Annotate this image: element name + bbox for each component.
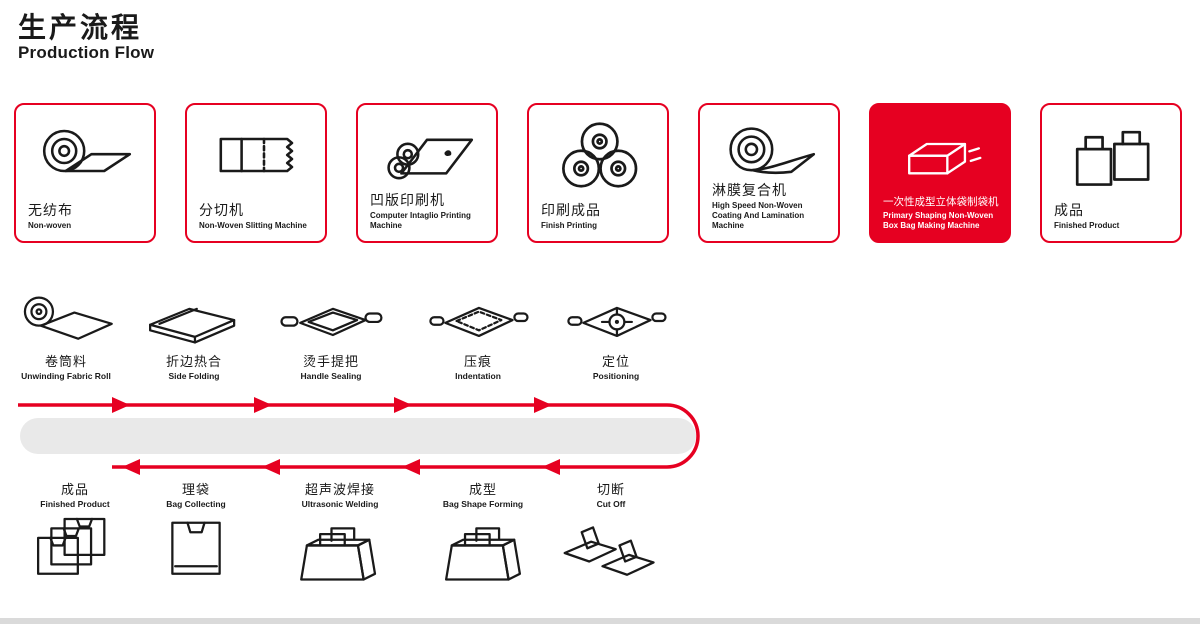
- card-label-en: Computer Intaglio Printing Machine: [370, 211, 471, 230]
- station-side-folding: 折边热合 Side Folding: [130, 293, 258, 381]
- card-labels: 一次性成型立体袋制袋机 Primary Shaping Non-Woven Bo…: [883, 196, 1004, 231]
- card-finished-product: 成品 Finished Product: [1040, 103, 1182, 243]
- card-label-en: Finish Printing: [541, 221, 597, 230]
- page-header: 生产流程 Production Flow: [18, 12, 154, 63]
- card-coating-lamination: 淋膜复合机 High Speed Non-Woven Coating And L…: [698, 103, 840, 243]
- positioning-icon: [567, 306, 667, 338]
- bag-collecting-icon: [171, 521, 221, 575]
- station-label-zh: 成型: [468, 482, 497, 497]
- page-title-en: Production Flow: [18, 43, 155, 63]
- station-finished-product: 成品 Finished Product: [11, 482, 139, 591]
- station-label-zh: 超声波焊接: [304, 482, 375, 497]
- arrow-right-icon: [534, 397, 552, 413]
- belt-track: [20, 418, 696, 454]
- arrow-right-icon: [112, 397, 130, 413]
- arrow-right-icon: [394, 397, 412, 413]
- station-cut-off: 切断 Cut Off: [547, 482, 675, 591]
- station-label-zh: 折边热合: [165, 354, 222, 369]
- station-indentation: 压痕 Indentation: [414, 293, 542, 381]
- arrow-left-icon: [542, 459, 560, 475]
- card-label-zh: 成品: [1054, 201, 1084, 218]
- station-label-en: Bag Collecting: [166, 498, 226, 509]
- finished-bags-icon: [1042, 119, 1180, 191]
- cut-off-icon: [563, 526, 655, 576]
- page-bottom-divider: [0, 618, 1200, 624]
- bag-shape-forming-icon: [444, 527, 522, 581]
- station-label-zh: 卷筒料: [44, 354, 87, 369]
- finished-product-stack-icon: [36, 517, 106, 575]
- card-label-en: Non-Woven Slitting Machine: [199, 221, 307, 230]
- station-label-zh: 定位: [601, 354, 630, 369]
- arrow-left-icon: [262, 459, 280, 475]
- station-ultrasonic-welding: 超声波焊接 Ultrasonic Welding: [276, 482, 404, 591]
- card-label-en: Non-woven: [28, 221, 72, 230]
- card-labels: 凹版印刷机 Computer Intaglio Printing Machine: [370, 192, 491, 232]
- unwinding-fabric-roll-icon: [23, 296, 113, 340]
- station-handle-sealing: 烫手提把 Handle Sealing: [267, 293, 395, 381]
- slitting-machine-icon: [187, 119, 325, 191]
- card-box-bag-machine: 一次性成型立体袋制袋机 Primary Shaping Non-Woven Bo…: [869, 103, 1011, 243]
- station-label-zh: 压痕: [463, 354, 492, 369]
- card-label-en: High Speed Non-Woven Coating And Laminat…: [712, 201, 805, 230]
- card-label-en: Primary Shaping Non-Woven Box Bag Making…: [883, 211, 994, 230]
- card-labels: 成品 Finished Product: [1054, 202, 1175, 232]
- card-finish-printing: 印刷成品 Finish Printing: [527, 103, 669, 243]
- station-label-en: Positioning: [592, 370, 640, 381]
- page-title-zh: 生产流程: [18, 12, 143, 43]
- card-non-woven: 无纺布 Non-woven: [14, 103, 156, 243]
- side-folding-icon: [149, 307, 236, 344]
- station-label-en: Finished Product: [40, 498, 110, 509]
- station-positioning: 定位 Positioning: [552, 293, 680, 381]
- conveyor-belt: [18, 397, 700, 475]
- card-label-zh: 分切机: [199, 201, 244, 218]
- card-labels: 印刷成品 Finish Printing: [541, 202, 662, 232]
- ultrasonic-welding-icon: [300, 527, 377, 581]
- card-labels: 淋膜复合机 High Speed Non-Woven Coating And L…: [712, 182, 833, 232]
- station-bag-collecting: 理袋 Bag Collecting: [132, 482, 260, 591]
- arrow-left-icon: [402, 459, 420, 475]
- card-labels: 无纺布 Non-woven: [28, 202, 149, 232]
- station-label-zh: 切断: [596, 482, 625, 497]
- card-label-zh: 凹版印刷机: [370, 191, 445, 208]
- station-label-en: Bag Shape Forming: [442, 498, 524, 509]
- printed-rolls-icon: [529, 119, 667, 191]
- station-label-en: Indentation: [455, 370, 501, 381]
- card-intaglio-printing: 凹版印刷机 Computer Intaglio Printing Machine: [356, 103, 498, 243]
- indentation-icon: [429, 306, 529, 338]
- handle-sealing-icon: [280, 307, 383, 337]
- station-label-en: Side Folding: [168, 370, 220, 381]
- station-unwinding-fabric-roll: 卷筒料 Unwinding Fabric Roll: [2, 293, 130, 381]
- station-label-zh: 理袋: [181, 482, 210, 497]
- card-label-zh: 无纺布: [28, 201, 73, 218]
- intaglio-printing-machine-icon: [358, 119, 496, 191]
- station-label-zh: 成品: [60, 482, 89, 497]
- station-label-en: Handle Sealing: [300, 370, 362, 381]
- card-labels: 分切机 Non-Woven Slitting Machine: [199, 202, 320, 232]
- card-slitting-machine: 分切机 Non-Woven Slitting Machine: [185, 103, 327, 243]
- arrow-right-icon: [254, 397, 272, 413]
- card-label-zh: 印刷成品: [541, 201, 601, 218]
- arrow-left-icon: [122, 459, 140, 475]
- card-label-en: Finished Product: [1054, 221, 1120, 230]
- station-label-en: Cut Off: [596, 498, 626, 509]
- station-label-en: Ultrasonic Welding: [301, 498, 379, 509]
- fabric-roll-icon: [16, 119, 154, 191]
- machine-cards-row: 无纺布 Non-woven 分切机 Non-Woven Slitting Mac…: [14, 103, 1182, 243]
- belt-path-line: [18, 403, 700, 469]
- card-label-zh: 一次性成型立体袋制袋机: [883, 195, 999, 208]
- station-label-en: Unwinding Fabric Roll: [21, 370, 111, 381]
- card-label-zh: 淋膜复合机: [712, 181, 787, 198]
- station-bag-shape-forming: 成型 Bag Shape Forming: [419, 482, 547, 591]
- station-label-zh: 烫手提把: [302, 354, 359, 369]
- box-bag-making-machine-icon: [871, 119, 1009, 191]
- coating-lamination-machine-icon: [700, 119, 838, 191]
